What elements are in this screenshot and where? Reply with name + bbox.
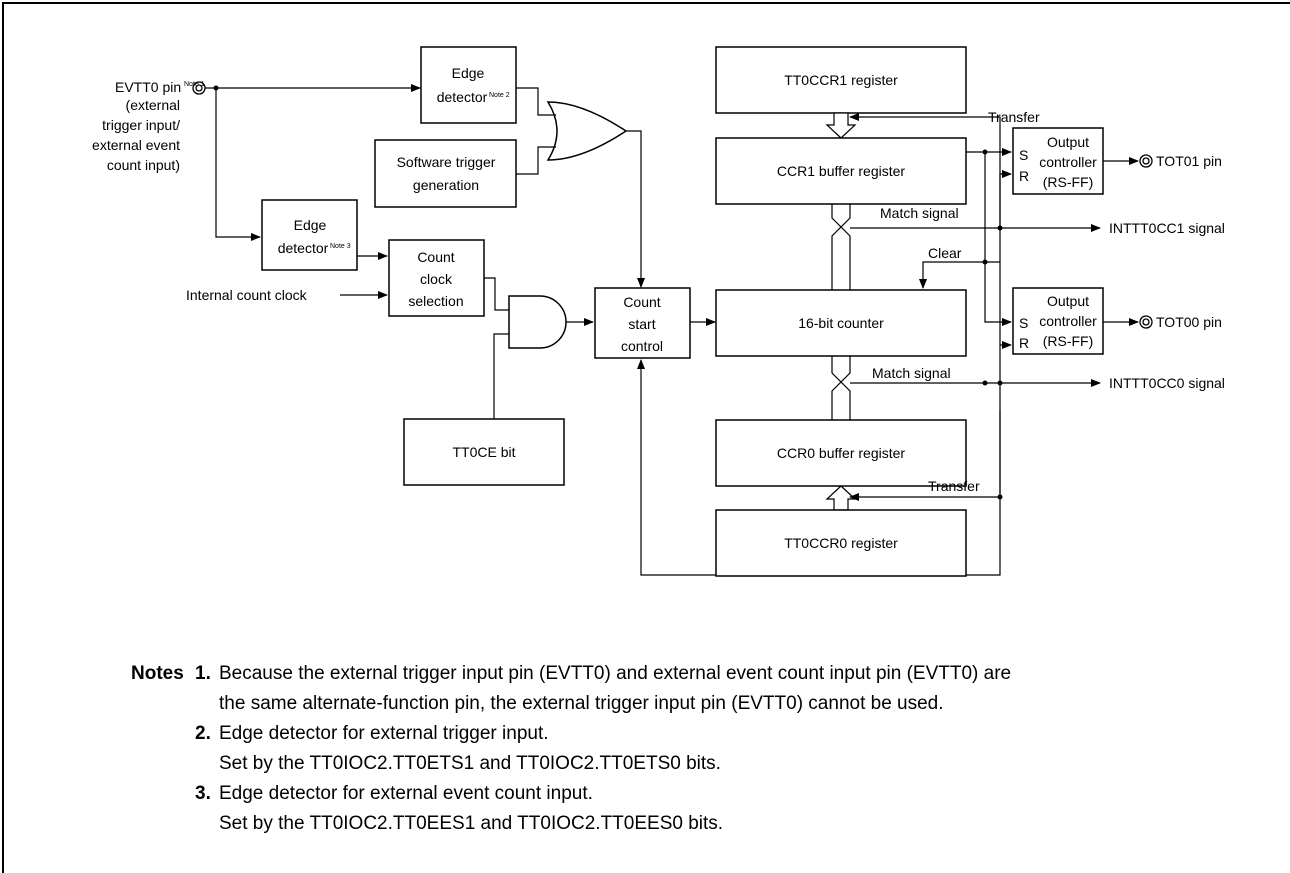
transfer-label-bottom: Transfer bbox=[928, 478, 980, 494]
or-gate bbox=[546, 101, 628, 161]
software-trigger-generation: Software trigger generation bbox=[374, 139, 517, 208]
tt0ce-bit: TT0CE bit bbox=[403, 418, 565, 486]
svg-text:Edge: Edge bbox=[294, 217, 327, 233]
tt0ccr1-register: TT0CCR1 register bbox=[715, 46, 967, 114]
svg-text:selection: selection bbox=[408, 293, 463, 309]
edge-detector-note2: Edge detector Note 2 bbox=[420, 46, 517, 124]
svg-text:(RS-FF): (RS-FF) bbox=[1043, 174, 1094, 190]
svg-text:external event: external event bbox=[92, 137, 180, 153]
svg-text:TT0CCR1 register: TT0CCR1 register bbox=[784, 72, 898, 88]
count-clock-selection: Count clock selection bbox=[388, 239, 485, 317]
svg-text:control: control bbox=[621, 338, 663, 354]
svg-text:controller: controller bbox=[1039, 313, 1097, 329]
svg-text:(external: (external bbox=[126, 97, 180, 113]
tot00-pin: TOT00 pin bbox=[1139, 314, 1222, 330]
svg-text:detector: detector bbox=[437, 89, 488, 105]
svg-text:TOT01 pin: TOT01 pin bbox=[1156, 153, 1222, 169]
tt0ccr0-register: TT0CCR0 register bbox=[715, 509, 967, 577]
svg-text:TT0CE bit: TT0CE bit bbox=[452, 444, 515, 460]
pin-terminal-icon bbox=[1139, 154, 1153, 168]
svg-text:TOT00 pin: TOT00 pin bbox=[1156, 314, 1222, 330]
and-gate bbox=[508, 295, 567, 349]
svg-text:generation: generation bbox=[413, 177, 479, 193]
ccr0-buffer-register: CCR0 buffer register bbox=[715, 419, 967, 487]
ccr1-buffer-register: CCR1 buffer register bbox=[715, 137, 967, 205]
transfer-arrow-0 bbox=[825, 485, 857, 511]
svg-text:trigger input/: trigger input/ bbox=[102, 117, 180, 133]
svg-text:detector: detector bbox=[278, 240, 329, 256]
output-controller-1: S R Output controller (RS-FF) bbox=[1012, 127, 1104, 195]
svg-text:clock: clock bbox=[420, 271, 453, 287]
count-start-control: Count start control bbox=[594, 287, 691, 359]
intt0cc0-signal-label: INTTT0CC0 signal bbox=[1109, 375, 1225, 391]
transfer-label-top: Transfer bbox=[988, 109, 1040, 125]
svg-text:Count: Count bbox=[417, 249, 454, 265]
evtt0-pin-label: EVTT0 pin bbox=[115, 79, 181, 95]
svg-text:S: S bbox=[1019, 315, 1028, 331]
svg-text:count input): count input) bbox=[107, 157, 180, 173]
output-controller-0: S R Output controller (RS-FF) bbox=[1012, 287, 1104, 355]
svg-text:controller: controller bbox=[1039, 154, 1097, 170]
evtt0-pin: EVTT0 pin Note 1 (external trigger input… bbox=[92, 79, 206, 173]
transfer-arrow-1 bbox=[825, 112, 857, 139]
svg-text:start: start bbox=[628, 316, 655, 332]
svg-text:Output: Output bbox=[1047, 134, 1089, 150]
edge-detector-note3: Edge detector Note 3 bbox=[261, 199, 358, 271]
svg-text:S: S bbox=[1019, 147, 1028, 163]
internal-count-clock-label: Internal count clock bbox=[186, 287, 308, 303]
svg-text:Note 2: Note 2 bbox=[489, 92, 510, 99]
svg-text:Output: Output bbox=[1047, 293, 1089, 309]
svg-text:Edge: Edge bbox=[452, 65, 485, 81]
svg-text:TT0CCR0 register: TT0CCR0 register bbox=[784, 535, 898, 551]
match-signal-1-label: Match signal bbox=[880, 205, 959, 221]
clear-label: Clear bbox=[928, 245, 962, 261]
svg-text:CCR0 buffer register: CCR0 buffer register bbox=[777, 445, 905, 461]
svg-text:Count: Count bbox=[623, 294, 660, 310]
tot01-pin: TOT01 pin bbox=[1139, 153, 1222, 169]
intt0cc1-signal-label: INTTT0CC1 signal bbox=[1109, 220, 1225, 236]
svg-text:CCR1 buffer register: CCR1 buffer register bbox=[777, 163, 905, 179]
match-signal-0-label: Match signal bbox=[872, 365, 951, 381]
svg-text:16-bit counter: 16-bit counter bbox=[798, 315, 884, 331]
svg-text:(RS-FF): (RS-FF) bbox=[1043, 333, 1094, 349]
counter-16bit: 16-bit counter bbox=[715, 289, 967, 357]
svg-text:Note 3: Note 3 bbox=[330, 243, 351, 250]
svg-text:R: R bbox=[1019, 335, 1029, 351]
pin-terminal-icon bbox=[1139, 315, 1153, 329]
svg-text:Software trigger: Software trigger bbox=[397, 154, 496, 170]
svg-text:R: R bbox=[1019, 168, 1029, 184]
